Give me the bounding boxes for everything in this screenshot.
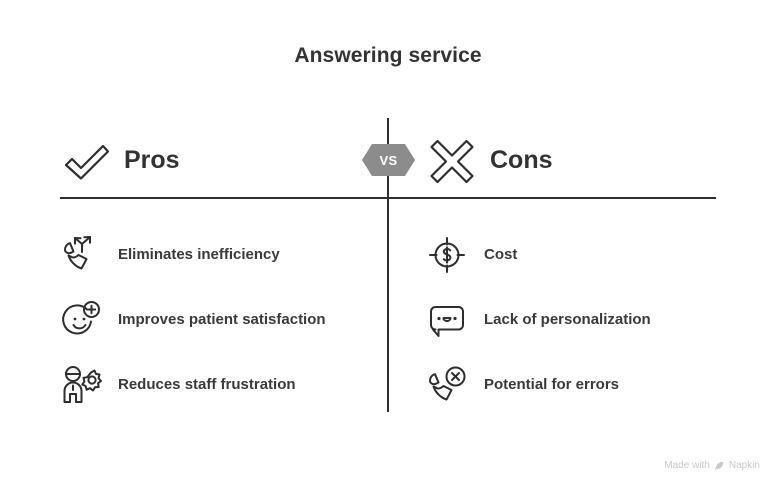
- list-item-label: Improves patient satisfaction: [118, 310, 326, 328]
- napkin-leaf-icon: [714, 461, 724, 471]
- vertical-divider-top: [387, 118, 389, 148]
- list-item-label: Lack of personalization: [484, 310, 651, 328]
- column-heading-label: Cons: [490, 145, 553, 174]
- dollar-target-icon: [429, 236, 465, 273]
- vs-label: VS: [379, 152, 398, 168]
- vs-badge: VS: [361, 142, 416, 178]
- list-item-label: Reduces staff frustration: [118, 375, 296, 393]
- watermark-prefix: Made with: [664, 460, 710, 471]
- list-item: Potential for errors: [426, 352, 736, 417]
- list-item: Improves patient satisfaction: [60, 287, 370, 352]
- phone-arrows-icon: [64, 235, 91, 269]
- person-gear-icon: [63, 365, 102, 403]
- column-header-cons: Cons: [428, 136, 553, 184]
- phone-error-icon: [429, 366, 466, 400]
- pros-list: Eliminates inefficiency Improves patient…: [60, 222, 370, 417]
- list-item: Eliminates inefficiency: [60, 222, 370, 287]
- list-item: Cost: [426, 222, 736, 287]
- column-heading-label: Pros: [124, 145, 180, 174]
- column-header-pros: Pros: [62, 136, 180, 184]
- list-item-label: Potential for errors: [484, 375, 620, 393]
- cons-list: Cost Lack of personalization Potential f…: [426, 222, 736, 417]
- smiley-plus-icon: [62, 300, 100, 334]
- list-item-label: Eliminates inefficiency: [118, 245, 280, 263]
- check-icon: [64, 144, 110, 180]
- hexagon-shape-icon: [362, 144, 415, 176]
- list-item: Lack of personalization: [426, 287, 736, 352]
- vertical-divider-bottom: [387, 172, 389, 412]
- watermark: Made with Napkin: [664, 460, 760, 471]
- watermark-brand: Napkin: [728, 460, 760, 471]
- list-item-label: Cost: [484, 245, 518, 263]
- page-title: Answering service: [294, 44, 482, 67]
- list-item: Reduces staff frustration: [60, 352, 370, 417]
- cross-icon: [430, 139, 474, 184]
- chat-face-icon: [430, 305, 464, 337]
